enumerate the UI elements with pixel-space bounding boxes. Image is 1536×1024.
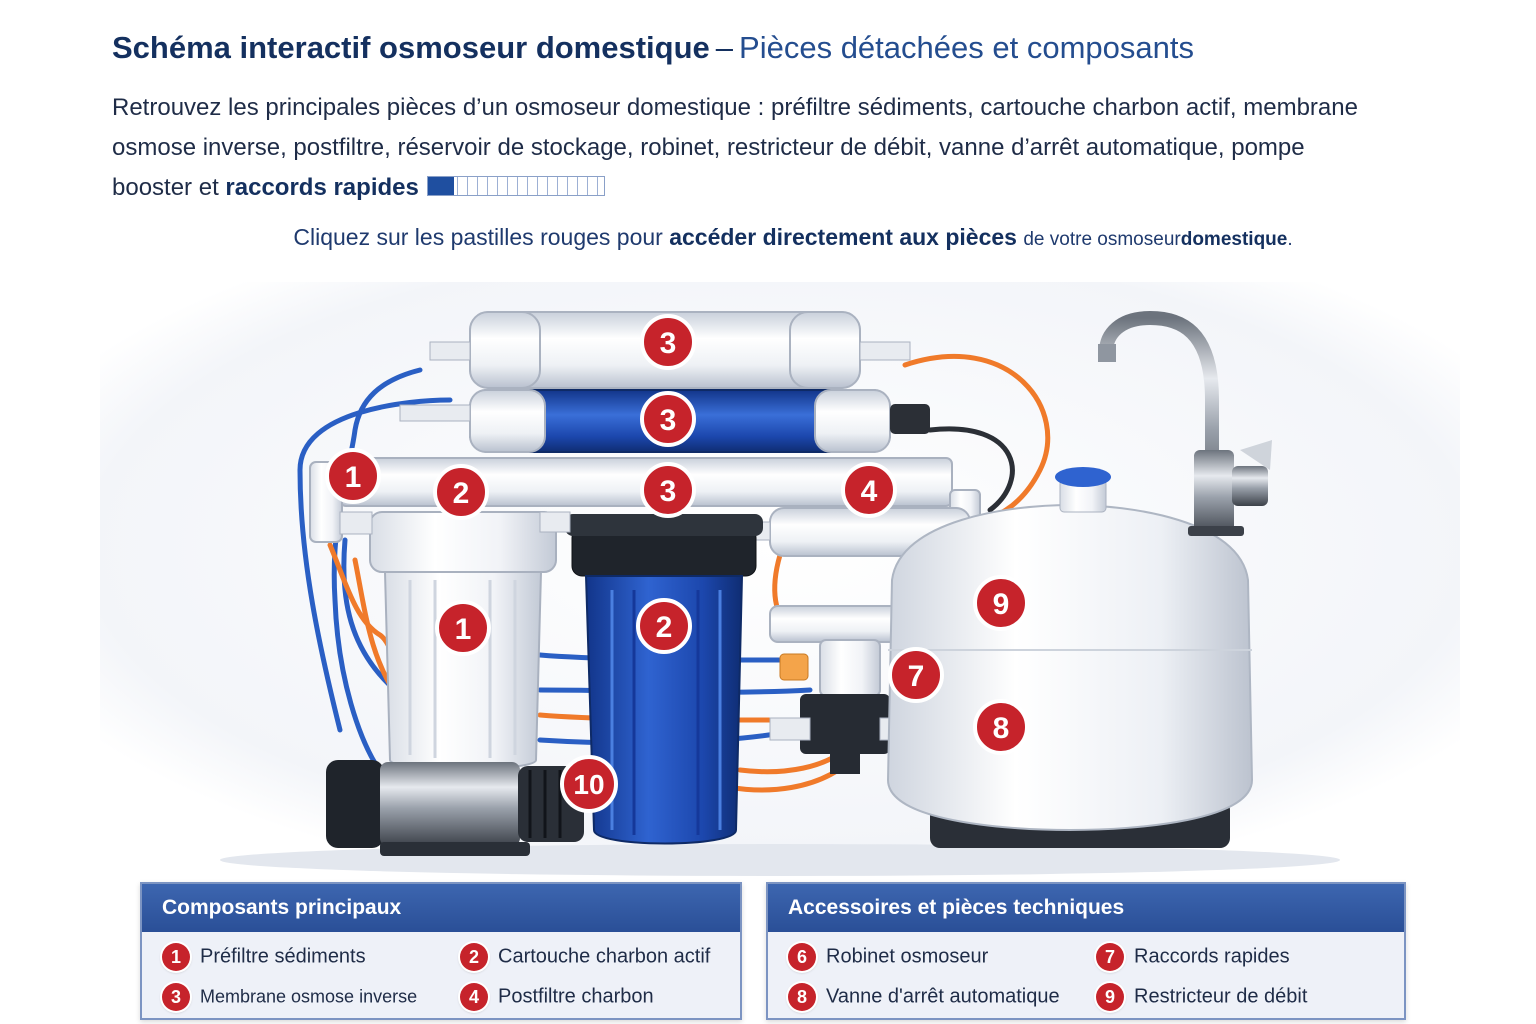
item-label: Restricteur de débit	[1134, 986, 1307, 1008]
panel-main-components: Composants principaux 1 Préfiltre sédimen…	[140, 882, 742, 1020]
badge-3c[interactable]: 3	[642, 464, 694, 516]
page-title: Schéma interactif osmoseur domestique–Pi…	[112, 30, 1194, 66]
badge-2a[interactable]: 2	[435, 466, 487, 518]
badge-2b[interactable]: 2	[638, 600, 690, 652]
badge-3c-label: 3	[660, 475, 677, 508]
item-number-badge: 7	[1096, 943, 1124, 971]
item-label: Préfiltre sédiments	[200, 946, 366, 968]
item-number-badge: 6	[788, 943, 816, 971]
list-item[interactable]: 1 Préfiltre sédiments	[162, 940, 366, 972]
panel-accessories-list: 6 Robinet osmoseur 7 Raccords rapides 8 Van…	[768, 932, 1404, 1018]
cta-part-5: .	[1287, 229, 1292, 250]
list-item[interactable]: 3 Membrane osmose inverse	[162, 980, 417, 1012]
badge-10-label: 10	[573, 769, 604, 800]
item-label: Raccords rapides	[1134, 946, 1290, 968]
cta-part-1: Cliquez sur les pastilles rouges pour	[293, 224, 662, 250]
intro-bold-link: raccords rapides	[225, 174, 418, 201]
item-number-badge: 8	[788, 983, 816, 1011]
badge-3a[interactable]: 3	[642, 316, 694, 368]
item-label: Robinet osmoseur	[826, 946, 988, 968]
intro-paragraph: Retrouvez les principales pièces d’un os…	[112, 88, 1372, 208]
badge-3b[interactable]: 3	[642, 393, 694, 445]
badge-3a-label: 3	[660, 327, 677, 360]
badge-7-label: 7	[908, 660, 925, 693]
panel-accessories-title: Accessoires et pièces techniques	[768, 884, 1404, 932]
badge-4[interactable]: 4	[843, 464, 895, 516]
item-label: Postfiltre charbon	[498, 986, 654, 1008]
list-item[interactable]: 6 Robinet osmoseur	[788, 940, 988, 972]
title-main: Schéma interactif osmoseur domestique	[112, 30, 710, 65]
badge-3b-label: 3	[660, 404, 677, 437]
badge-9-label: 9	[993, 588, 1010, 621]
badge-2a-label: 2	[453, 477, 470, 510]
badge-2b-label: 2	[656, 611, 673, 644]
cta-part-4: domestique	[1181, 229, 1288, 250]
osmoseur-diagram: 1 1 2 2 3 3 3 4 7 8 9 10	[0, 270, 1536, 880]
list-item[interactable]: 9 Restricteur de débit	[1096, 980, 1307, 1012]
panel-main-list: 1 Préfiltre sédiments 2 Cartouche charbon …	[142, 932, 740, 1018]
item-number-badge: 9	[1096, 983, 1124, 1011]
badge-4-label: 4	[861, 475, 878, 508]
progress-strip	[427, 176, 605, 196]
list-item[interactable]: 2 Cartouche charbon actif	[460, 940, 710, 972]
booster-pump	[326, 760, 584, 856]
cta-part-3: de votre osmoseur	[1023, 229, 1180, 250]
badge-1a[interactable]: 1	[327, 450, 379, 502]
cta-text: Cliquez sur les pastilles rouges pour ac…	[0, 224, 1536, 251]
panel-main-title: Composants principaux	[142, 884, 740, 932]
badge-9[interactable]: 9	[975, 577, 1027, 629]
badge-1a-label: 1	[345, 461, 362, 494]
badge-1b[interactable]: 1	[437, 602, 489, 654]
progress-fill	[428, 177, 454, 195]
badge-7[interactable]: 7	[890, 649, 942, 701]
item-label: Membrane osmose inverse	[200, 987, 417, 1007]
badge-1b-label: 1	[455, 613, 472, 646]
badge-10[interactable]: 10	[562, 757, 616, 811]
cta-part-2: accéder directement aux pièces	[669, 224, 1017, 250]
list-item[interactable]: 4 Postfiltre charbon	[460, 980, 654, 1012]
item-number-badge: 3	[162, 983, 190, 1011]
badge-8[interactable]: 8	[975, 701, 1027, 753]
item-label: Vanne d'arrêt automatique	[826, 986, 1060, 1008]
list-item[interactable]: 8 Vanne d'arrêt automatique	[788, 980, 1060, 1012]
title-separator: –	[716, 30, 733, 65]
item-number-badge: 1	[162, 943, 190, 971]
item-number-badge: 2	[460, 943, 488, 971]
panel-accessories: Accessoires et pièces techniques 6 Robine…	[766, 882, 1406, 1020]
item-number-badge: 4	[460, 983, 488, 1011]
badge-8-label: 8	[993, 712, 1010, 745]
list-item[interactable]: 7 Raccords rapides	[1096, 940, 1290, 972]
item-label: Cartouche charbon actif	[498, 946, 710, 968]
title-subtitle: Pièces détachées et composants	[739, 30, 1194, 65]
